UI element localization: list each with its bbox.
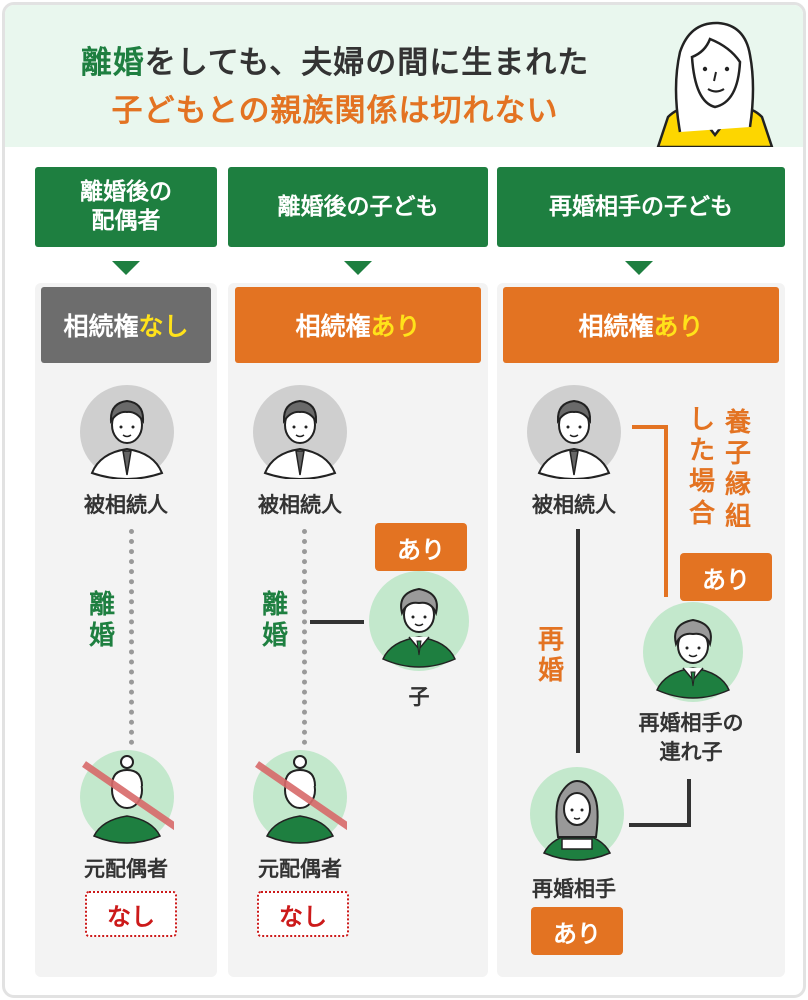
divorce-dotted-line <box>129 529 134 745</box>
down-arrow-icon <box>344 261 372 275</box>
ex-spouse-label: 元配偶者 <box>258 857 342 881</box>
deceased-man-avatar-icon <box>527 385 621 479</box>
headline-line-2: 子どもとの親族関係は切れない <box>111 93 559 129</box>
divorce-label: 離婚 <box>261 590 288 652</box>
header-banner: 離婚をしても、夫婦の間に生まれた 子どもとの親族関係は切れない <box>5 5 803 147</box>
child-boy-avatar-icon <box>369 571 469 671</box>
remarriage-line <box>576 529 580 753</box>
inheritance-badge-yes: 相続権あり <box>503 287 779 363</box>
child-status-badge: あり <box>375 523 467 571</box>
stepchild-label: 再婚相手の連れ子 <box>611 709 771 768</box>
badge-value: あり <box>370 312 421 341</box>
column-heading-stepchild: 再婚相手の子ども <box>497 167 785 247</box>
ex-spouse-status-none: なし <box>85 891 177 937</box>
new-spouse-label: 再婚相手 <box>532 877 616 901</box>
remarriage-label: 再婚 <box>537 625 564 687</box>
headline-highlight: 離婚 <box>80 45 145 81</box>
down-arrow-icon <box>112 261 140 275</box>
badge-prefix: 相続権 <box>578 312 654 341</box>
stepchild-label-line-2: 連れ子 <box>659 740 723 765</box>
adoption-label: 養子縁組 <box>724 408 751 532</box>
deceased-man-avatar-icon <box>253 385 347 479</box>
deceased-label: 被相続人 <box>532 493 616 517</box>
divorce-dotted-line <box>302 529 307 745</box>
badge-value: あり <box>653 312 704 341</box>
badge-prefix: 相続権 <box>63 312 139 341</box>
woman-illustration-icon <box>656 21 774 147</box>
divorce-label: 離婚 <box>88 590 115 652</box>
headline-rest: をしても、夫婦の間に生まれた <box>144 45 590 81</box>
stepchild-label-line-1: 再婚相手の <box>638 711 744 735</box>
new-spouse-status-badge: あり <box>531 907 623 955</box>
badge-value: なし <box>138 312 189 341</box>
ex-spouse-status-none: なし <box>257 891 349 937</box>
deceased-label: 被相続人 <box>84 493 168 517</box>
deceased-label: 被相続人 <box>258 493 342 517</box>
ex-spouse-woman-avatar-icon <box>80 750 174 844</box>
stepchild-connector-line <box>629 823 691 827</box>
adoption-connector-line <box>632 425 668 429</box>
ex-spouse-woman-avatar-icon <box>253 750 347 844</box>
child-connector-line <box>310 620 364 624</box>
column-heading-text: 離婚後の 配偶者 <box>80 179 172 234</box>
inheritance-badge-yes: 相続権あり <box>235 287 481 363</box>
new-spouse-woman-avatar-icon <box>530 767 624 861</box>
inheritance-badge-none: 相続権なし <box>41 287 211 363</box>
column-heading-ex-spouse: 離婚後の 配偶者 <box>35 167 217 247</box>
down-arrow-icon <box>625 261 653 275</box>
stepchild-connector-line <box>687 779 691 827</box>
stepchild-boy-avatar-icon <box>643 602 743 702</box>
column-heading-child: 離婚後の子ども <box>228 167 488 247</box>
ex-spouse-label: 元配偶者 <box>84 857 168 881</box>
adoption-connector-line <box>664 425 668 597</box>
adoption-label: した場合 <box>688 405 715 529</box>
stepchild-status-badge: あり <box>680 553 772 601</box>
child-label: 子 <box>408 685 430 709</box>
badge-prefix: 相続権 <box>295 312 371 341</box>
headline-line-1: 離婚をしても、夫婦の間に生まれた <box>5 37 665 82</box>
deceased-man-avatar-icon <box>80 385 174 479</box>
